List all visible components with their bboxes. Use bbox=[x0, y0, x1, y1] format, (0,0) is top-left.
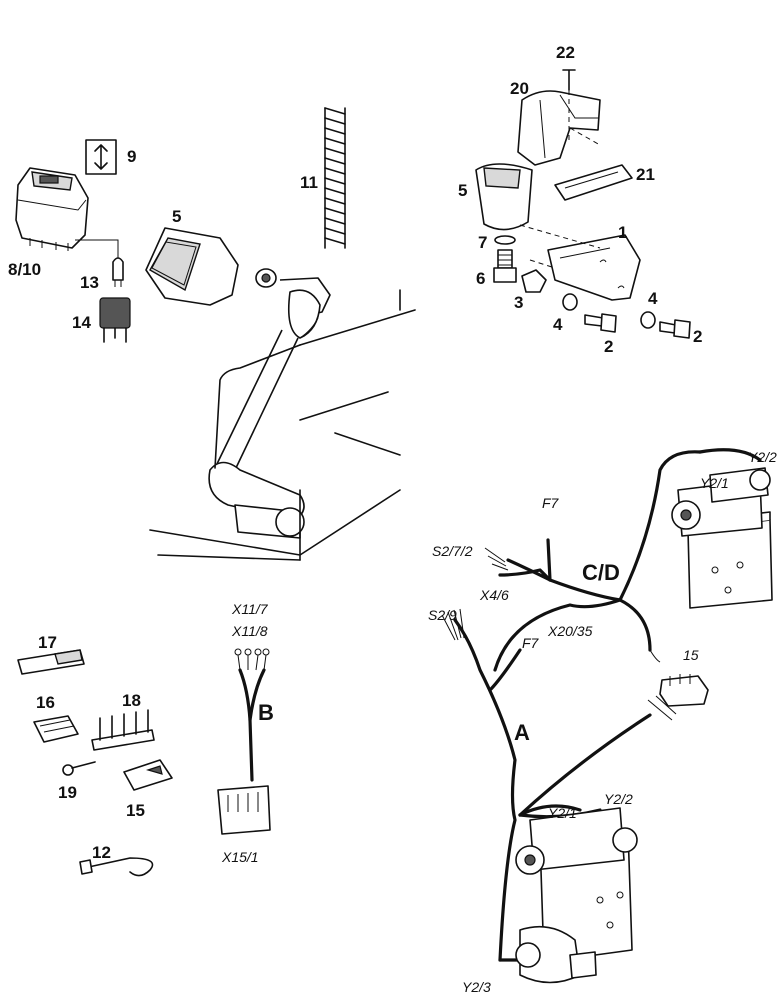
label-3: 3 bbox=[514, 293, 523, 312]
label-x20-35: X20/35 bbox=[547, 623, 593, 639]
label-1: 1 bbox=[618, 223, 627, 242]
cover-20 bbox=[517, 90, 601, 166]
label-5-right: 5 bbox=[458, 181, 467, 200]
relay bbox=[99, 297, 131, 343]
label-a: A bbox=[514, 720, 530, 745]
harness-labels: X11/7 X11/8 B X15/1 S2/7/2 F7 X4/6 C/D S… bbox=[221, 449, 777, 995]
label-x11-8: X11/8 bbox=[231, 623, 268, 639]
harness-plug bbox=[647, 695, 677, 721]
bolt-6 bbox=[493, 249, 517, 283]
valve-block-bottom bbox=[515, 807, 638, 984]
label-y2-3: Y2/3 bbox=[462, 979, 491, 995]
label-19: 19 bbox=[58, 783, 77, 802]
harness-b bbox=[217, 648, 271, 835]
lever-housing bbox=[149, 289, 416, 561]
label-12: 12 bbox=[92, 843, 111, 862]
label-13: 13 bbox=[80, 273, 99, 292]
spring bbox=[324, 107, 346, 249]
label-2-left: 2 bbox=[604, 337, 613, 356]
label-22: 22 bbox=[556, 43, 575, 62]
cable-tie-12 bbox=[79, 857, 154, 877]
label-f7-top: F7 bbox=[542, 495, 560, 511]
label-x15-1: X15/1 bbox=[221, 849, 259, 865]
label-20: 20 bbox=[510, 79, 529, 98]
bulb bbox=[112, 257, 124, 287]
arrow-symbol-box bbox=[85, 139, 117, 175]
screw-2 bbox=[584, 313, 691, 339]
part-17 bbox=[17, 649, 85, 675]
label-2-right: 2 bbox=[693, 327, 702, 346]
label-y2-2-bot: Y2/2 bbox=[604, 791, 633, 807]
label-4-left: 4 bbox=[553, 315, 563, 334]
part-number-labels: 9 8/10 13 14 5 11 22 20 21 5 1 7 6 3 4 4… bbox=[8, 43, 702, 862]
label-x11-7: X11/7 bbox=[231, 601, 269, 617]
lever-arm bbox=[208, 277, 331, 539]
knob-left bbox=[145, 227, 239, 306]
part-15-left bbox=[123, 759, 173, 791]
lever-nut bbox=[255, 268, 277, 288]
pad-21 bbox=[554, 164, 633, 201]
label-5-left: 5 bbox=[172, 207, 181, 226]
label-f7-mid: F7 bbox=[522, 635, 540, 651]
label-b: B bbox=[258, 700, 274, 725]
label-15-left: 15 bbox=[126, 801, 145, 820]
connector-s2-7-2 bbox=[484, 547, 509, 571]
label-21: 21 bbox=[636, 165, 655, 184]
label-y2-1-top: Y2/1 bbox=[700, 475, 729, 491]
label-4-right: 4 bbox=[648, 289, 658, 308]
knob-right bbox=[475, 163, 533, 231]
bracket-1 bbox=[519, 224, 641, 301]
label-s2-7-2: S2/7/2 bbox=[432, 543, 473, 559]
label-16: 16 bbox=[36, 693, 55, 712]
valve-block-top bbox=[671, 467, 773, 609]
label-18: 18 bbox=[122, 691, 141, 710]
label-11: 11 bbox=[300, 173, 318, 192]
part-18 bbox=[91, 709, 155, 751]
label-x4-6: X4/6 bbox=[479, 587, 509, 603]
label-s2-9: S2/9 bbox=[428, 607, 457, 623]
connector-15-right bbox=[649, 649, 709, 707]
label-17: 17 bbox=[38, 633, 57, 652]
label-14: 14 bbox=[72, 313, 91, 332]
nut-3 bbox=[521, 269, 547, 293]
label-cd: C/D bbox=[582, 560, 620, 585]
label-6: 6 bbox=[476, 269, 485, 288]
label-y2-2-top: Y2/2 bbox=[748, 449, 777, 465]
label-9: 9 bbox=[127, 147, 136, 166]
label-15-right: 15 bbox=[683, 647, 699, 663]
label-y2-1-bot: Y2/1 bbox=[548, 805, 577, 821]
washer-4 bbox=[562, 293, 656, 329]
connector-s2-9 bbox=[441, 608, 465, 641]
label-7: 7 bbox=[478, 233, 487, 252]
part-16 bbox=[33, 715, 79, 743]
label-8-10: 8/10 bbox=[8, 260, 41, 279]
rocker-switch bbox=[15, 167, 119, 262]
screw-19 bbox=[62, 761, 96, 776]
screw-22 bbox=[562, 69, 576, 91]
washer-7 bbox=[494, 235, 516, 245]
